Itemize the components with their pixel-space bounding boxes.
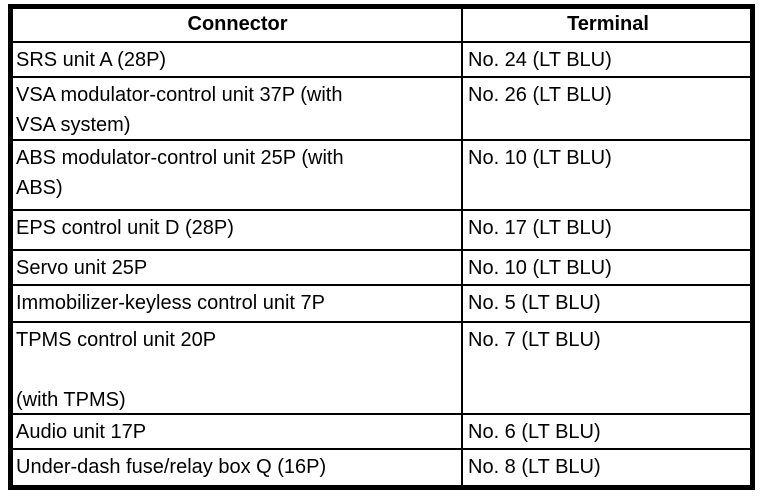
table-header-row: Connector Terminal	[13, 9, 750, 43]
terminal-cell: No. 7 (LT BLU)	[468, 329, 601, 351]
terminal-cell: No. 6 (LT BLU)	[468, 421, 601, 443]
connector-cell: SRS unit A (28P)	[13, 43, 463, 76]
table-row: VSA modulator-control unit 37P (with VSA…	[13, 78, 750, 141]
terminal-cell: No. 10 (LT BLU)	[468, 257, 612, 279]
table-row: Audio unit 17P No. 6 (LT BLU)	[13, 415, 750, 450]
table-row: Servo unit 25P No. 10 (LT BLU)	[13, 251, 750, 286]
connector-cell: ABS modulator-control unit 25P (with ABS…	[13, 141, 463, 209]
column-header-terminal: Terminal	[567, 13, 649, 35]
table-row: SRS unit A (28P) No. 24 (LT BLU)	[13, 43, 750, 78]
table-row: Under-dash fuse/relay box Q (16P) No. 8 …	[13, 450, 750, 485]
connector-cell: TPMS control unit 20P (with TPMS)	[13, 323, 463, 413]
terminal-cell: No. 8 (LT BLU)	[468, 456, 601, 478]
terminal-cell: No. 24 (LT BLU)	[468, 49, 612, 71]
connector-cell: Immobilizer-keyless control unit 7P	[13, 286, 463, 321]
table-row: ABS modulator-control unit 25P (with ABS…	[13, 141, 750, 211]
column-header-connector: Connector	[13, 9, 463, 41]
terminal-cell: No. 10 (LT BLU)	[468, 147, 612, 169]
connector-terminal-table: Connector Terminal SRS unit A (28P) No. …	[8, 4, 755, 490]
connector-cell: EPS control unit D (28P)	[13, 211, 463, 249]
terminal-cell: No. 17 (LT BLU)	[468, 217, 612, 239]
connector-cell: Audio unit 17P	[13, 415, 463, 448]
table-row: Immobilizer-keyless control unit 7P No. …	[13, 286, 750, 323]
table-row: TPMS control unit 20P (with TPMS) No. 7 …	[13, 323, 750, 415]
terminal-cell: No. 26 (LT BLU)	[468, 84, 612, 106]
connector-cell: Under-dash fuse/relay box Q (16P)	[13, 450, 463, 485]
connector-cell: Servo unit 25P	[13, 251, 463, 284]
table-row: EPS control unit D (28P) No. 17 (LT BLU)	[13, 211, 750, 251]
terminal-cell: No. 5 (LT BLU)	[468, 292, 601, 314]
connector-cell: VSA modulator-control unit 37P (with VSA…	[13, 78, 463, 139]
